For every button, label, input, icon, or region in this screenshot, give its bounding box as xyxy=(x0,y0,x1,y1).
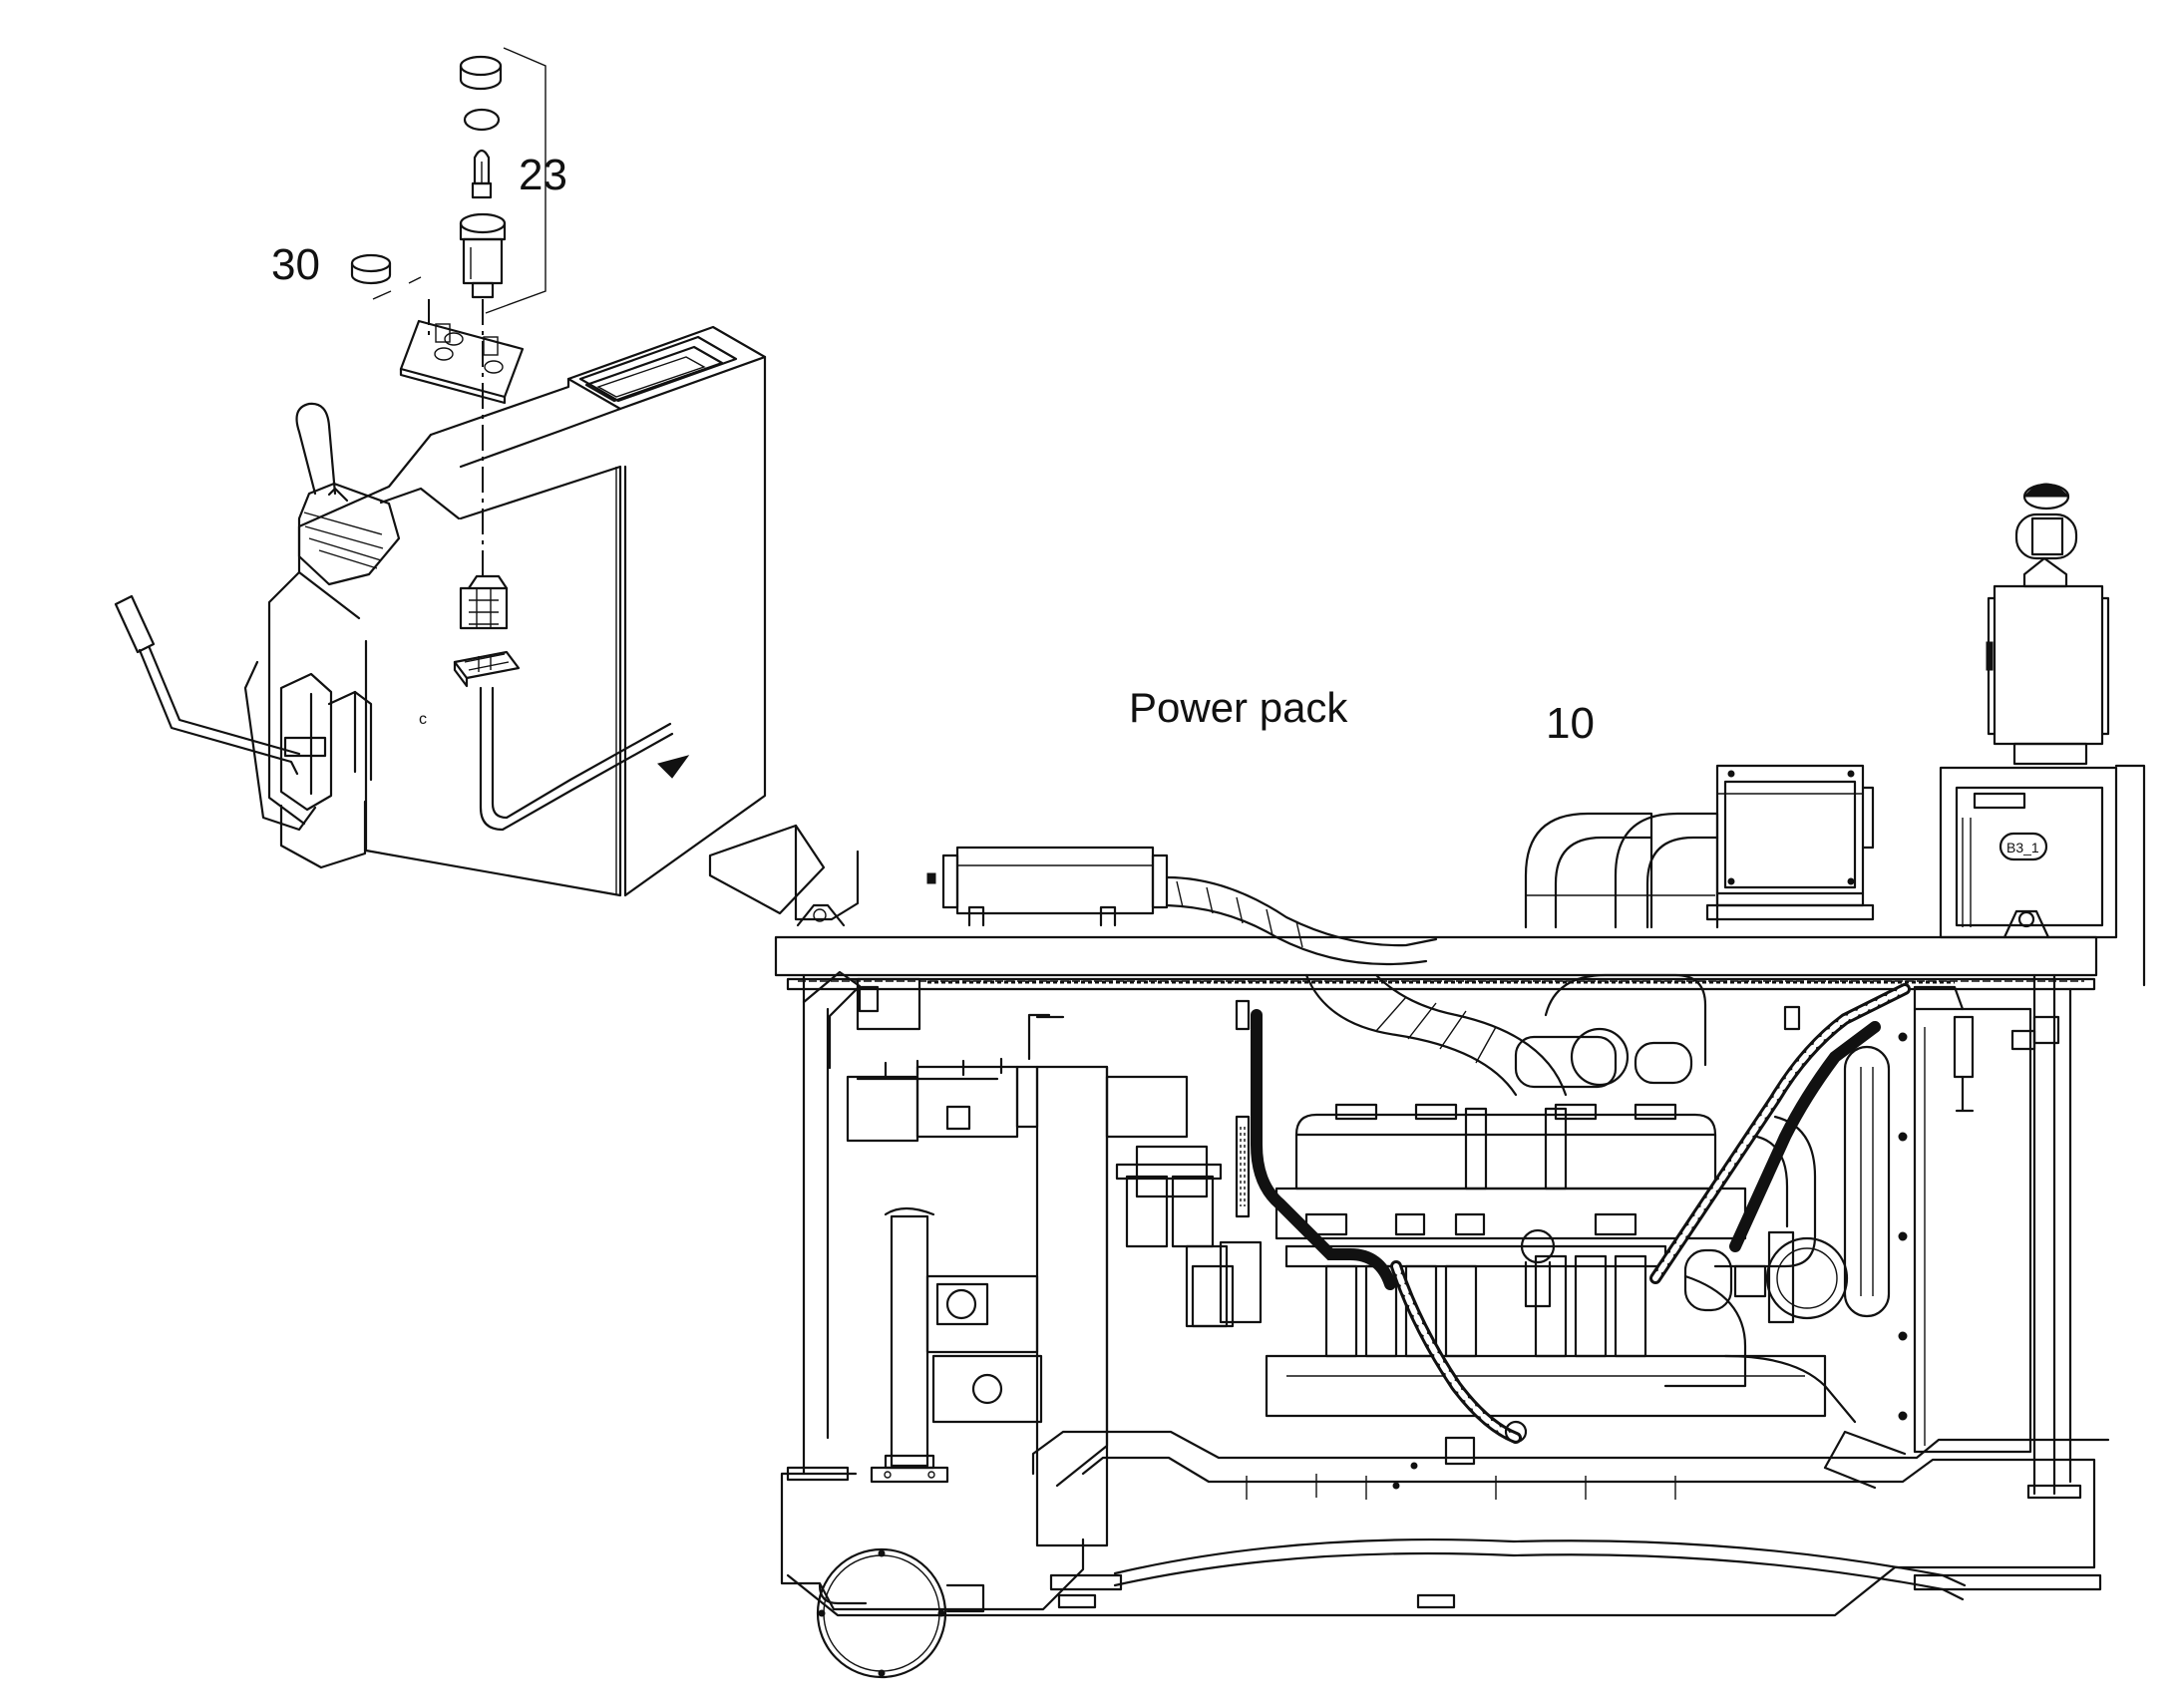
switch-cap xyxy=(459,55,503,91)
frame-top-rail xyxy=(774,935,2098,991)
b3-tag: B3_1 xyxy=(2006,840,2039,855)
joystick-gaiter xyxy=(297,482,401,586)
callout-23: 23 xyxy=(519,151,567,199)
oil-filters xyxy=(1115,1163,1263,1328)
air-filter-housing xyxy=(1705,764,1875,921)
switch-assembly xyxy=(350,47,546,578)
lamp-bulb xyxy=(471,149,493,199)
hydraulic-pump xyxy=(846,1013,1209,1547)
intake-pipe xyxy=(708,824,826,915)
frame-right-post xyxy=(1823,973,2082,1500)
control-console: c xyxy=(114,325,767,897)
power-pack-title: Power pack xyxy=(1129,684,1348,731)
o-ring xyxy=(463,108,501,132)
switch-body xyxy=(459,212,507,299)
harness-cable xyxy=(479,686,674,832)
frame-brackets xyxy=(858,985,2060,1218)
turbo-elbows xyxy=(1524,812,1719,929)
wiring-harness xyxy=(1251,983,1911,1444)
blind-plug xyxy=(350,253,392,285)
air-duct xyxy=(1304,973,1568,1097)
engine-block xyxy=(1265,1103,1827,1418)
display-window xyxy=(584,345,724,403)
frame-bottom-rail xyxy=(786,1430,2110,1617)
leader-23 xyxy=(485,47,546,314)
joystick-lever xyxy=(295,402,337,496)
connector-plug xyxy=(453,574,690,832)
hand-lever xyxy=(114,594,327,776)
drive-wheel xyxy=(816,1547,985,1679)
callout-30: 30 xyxy=(271,240,320,289)
power-pack: B3_1 xyxy=(708,483,2146,1679)
leader-30 xyxy=(372,276,422,300)
callout-10: 10 xyxy=(1546,699,1595,748)
console-mark: c xyxy=(419,711,427,728)
mounting-plate xyxy=(399,319,525,405)
exhaust-tower: B3_1 xyxy=(1939,483,2146,987)
